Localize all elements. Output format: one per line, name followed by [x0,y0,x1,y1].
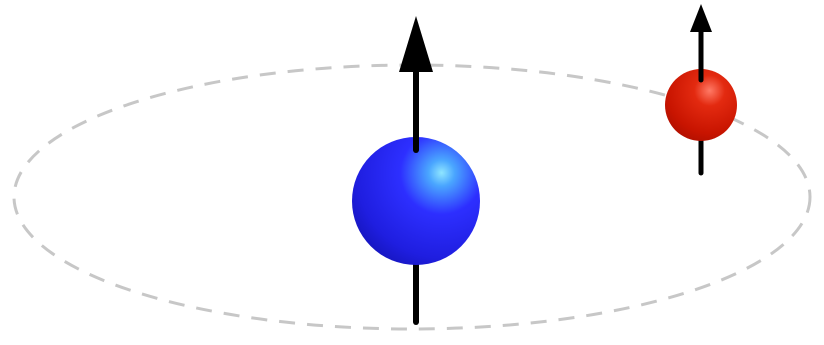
orbiting-spin-arrow-head [690,4,712,32]
central-particle [352,137,480,265]
central-spin-arrow-head [399,16,433,72]
orbiting-particle [665,69,737,141]
